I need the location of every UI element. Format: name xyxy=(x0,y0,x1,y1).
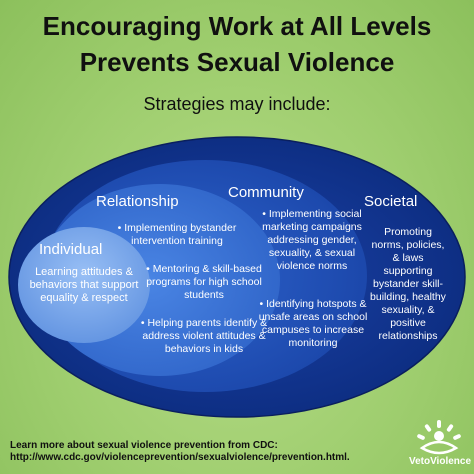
community-label: Community xyxy=(228,184,304,201)
relationship-label: Relationship xyxy=(96,193,179,210)
relationship-item-3: • Helping parents identify & address vio… xyxy=(140,317,268,355)
individual-label: Individual xyxy=(39,241,103,258)
subtitle: Strategies may include: xyxy=(143,94,331,114)
relationship-item-1: • Implementing bystander intervention tr… xyxy=(117,222,237,247)
community-item-2: • Identifying hotspots & unsafe areas on… xyxy=(258,298,368,349)
veto-violence-logo-icon xyxy=(417,420,461,455)
community-item-1: • Implementing social marketing campaign… xyxy=(262,208,362,272)
societal-label: Societal xyxy=(364,193,418,210)
title-line-1: Encouraging Work at All Levels xyxy=(42,11,432,41)
relationship-item-2: • Mentoring & skill-based programs for h… xyxy=(146,263,262,301)
individual-item-1: Learning attitudes & behaviors that supp… xyxy=(29,266,139,304)
page-title: Encouraging Work at All Levels Prevents … xyxy=(0,8,474,80)
societal-item-1: Promoting norms, policies, & laws suppor… xyxy=(370,226,446,342)
individual-ellipse xyxy=(18,227,150,343)
footer-link[interactable]: http://www.cdc.gov/violenceprevention/se… xyxy=(10,452,350,463)
logo-text: VetoViolence xyxy=(408,456,472,467)
footer-text: Learn more about sexual violence prevent… xyxy=(10,440,350,464)
footer-line-1: Learn more about sexual violence prevent… xyxy=(10,440,278,451)
title-line-2: Prevents Sexual Violence xyxy=(79,47,395,77)
